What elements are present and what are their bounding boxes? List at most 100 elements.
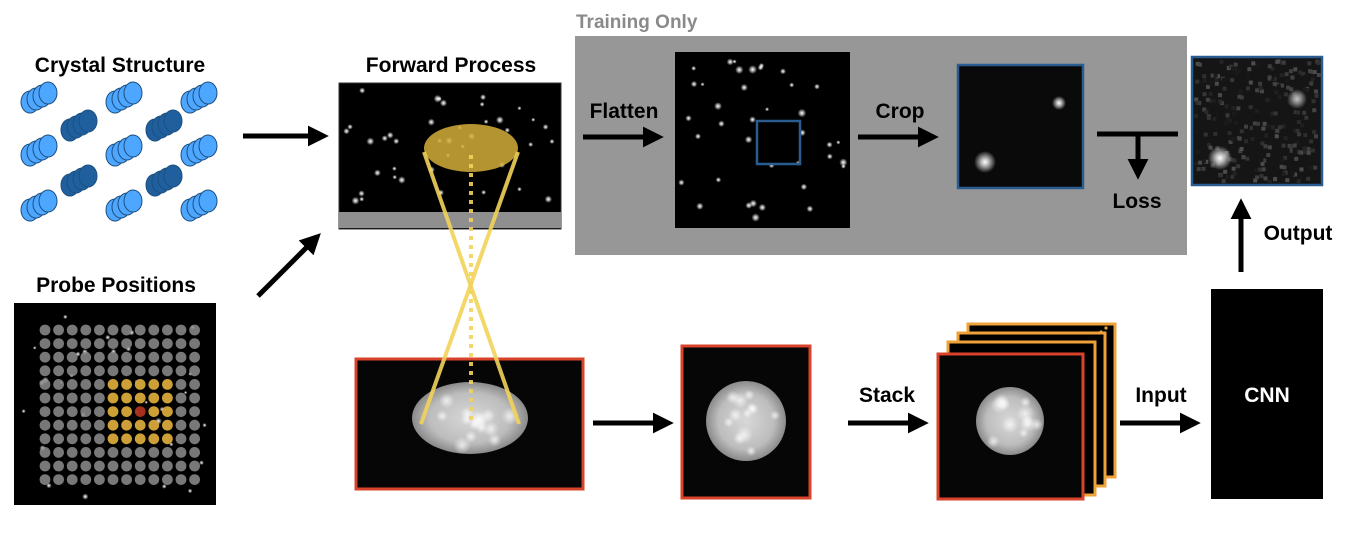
noise-pixel (1292, 61, 1297, 66)
noise-pixel (1201, 159, 1206, 164)
noise-pixel (1289, 109, 1294, 114)
noise-pixel (1219, 59, 1224, 64)
probe-position-dot (107, 365, 119, 377)
atom (78, 109, 98, 133)
atom-stack-icon (20, 189, 58, 222)
noise-pixel (1247, 67, 1252, 72)
noise-pixel (1206, 116, 1211, 121)
probe-position-dot (39, 351, 51, 363)
probe-position-dot (53, 419, 64, 431)
noise-pixel (1232, 171, 1237, 176)
probe-position-dot (80, 433, 92, 445)
noise-pixel (1262, 121, 1267, 126)
noise-pixel (1266, 158, 1271, 163)
noise-pixel (1233, 62, 1238, 67)
probe-position-dot (107, 324, 119, 336)
disc-feature (475, 422, 488, 434)
noise-pixel (1224, 121, 1229, 126)
probe-position-dot (189, 392, 201, 404)
probe-position-dot (107, 406, 119, 417)
noise-pixel (1237, 68, 1242, 73)
noise-pixel (1258, 81, 1263, 86)
diffraction-spot (187, 488, 193, 494)
output-spot-2 (1287, 89, 1307, 109)
probe-position-dot (134, 379, 146, 390)
diffraction-spot (826, 153, 833, 160)
probe-position-dot (148, 351, 160, 363)
noise-pixel (1202, 92, 1207, 97)
probe-position-dot (66, 365, 78, 377)
diffraction-spot (82, 493, 89, 500)
noise-pixel (1194, 113, 1199, 118)
diffraction-spot (393, 138, 400, 145)
arrow-probe-to-forward (256, 233, 321, 298)
noise-pixel (1232, 158, 1237, 163)
noise-pixel (1236, 76, 1241, 81)
noise-pixel (1309, 81, 1314, 86)
disc-feature (770, 410, 781, 421)
probe-position-dot (94, 433, 105, 445)
noise-pixel (1284, 78, 1289, 83)
diffraction-spot (392, 166, 397, 171)
noise-pixel (1274, 90, 1279, 95)
noise-pixel (1314, 134, 1319, 139)
probe-position-dot (53, 324, 64, 336)
probe-position-dot (189, 379, 201, 390)
disc-feature (990, 396, 1008, 414)
noise-pixel (1252, 121, 1257, 126)
atom (78, 164, 98, 188)
probe-position-dot (53, 474, 64, 485)
diffraction-spot (392, 174, 397, 180)
noise-pixel (1284, 72, 1289, 77)
noise-pixel (1209, 98, 1214, 103)
noise-pixel (1228, 140, 1233, 145)
probe-position-dot (175, 447, 187, 458)
probe-position-dot (66, 406, 78, 417)
diffraction-spot (161, 483, 167, 489)
disc-feature (480, 408, 496, 424)
noise-pixel (1208, 91, 1213, 96)
probe-position-dot (134, 447, 146, 458)
output-spot-1 (1208, 146, 1232, 170)
noise-pixel (1290, 171, 1295, 176)
diffraction-spot (826, 141, 833, 148)
noise-pixel (1239, 129, 1244, 134)
noise-pixel (1302, 110, 1307, 115)
probe-position-dot (80, 460, 92, 472)
noise-pixel (1289, 148, 1294, 153)
probe-position-dot (94, 447, 105, 458)
diffraction-spot (343, 128, 350, 135)
probe-position-dot (189, 433, 201, 445)
probe-position-dot (162, 379, 173, 390)
input-label: Input (1135, 384, 1186, 407)
probe-position-dot (134, 460, 146, 472)
diffraction-spot (374, 169, 381, 177)
probe-position-dot (175, 338, 187, 349)
probe-position-dot (175, 365, 187, 377)
atom (198, 189, 218, 213)
noise-pixel (1244, 124, 1249, 129)
atom-stack-icon (145, 164, 183, 197)
noise-pixel (1307, 61, 1312, 66)
diffraction-spot (381, 135, 388, 142)
training-only-panel (575, 36, 1187, 255)
probe-position-dot (39, 406, 51, 417)
diffraction-spot (836, 140, 841, 145)
probe-position-dot (39, 392, 51, 404)
probe-position-dot (53, 365, 64, 377)
diffraction-spot (685, 115, 692, 122)
noise-pixel (1276, 84, 1281, 89)
atom (163, 164, 183, 188)
crystal-structure-atoms (20, 81, 218, 222)
probe-position-dot (121, 433, 132, 445)
probe-position-dot (121, 338, 132, 349)
probe-position-dot (80, 379, 92, 390)
probe-position-dot (121, 324, 132, 336)
diffraction-spot (439, 99, 448, 107)
noise-pixel (1296, 110, 1301, 115)
probe-position-dot (66, 392, 78, 404)
noise-pixel (1202, 74, 1207, 79)
noise-pixel (1313, 165, 1318, 170)
noise-pixel (1204, 110, 1209, 115)
